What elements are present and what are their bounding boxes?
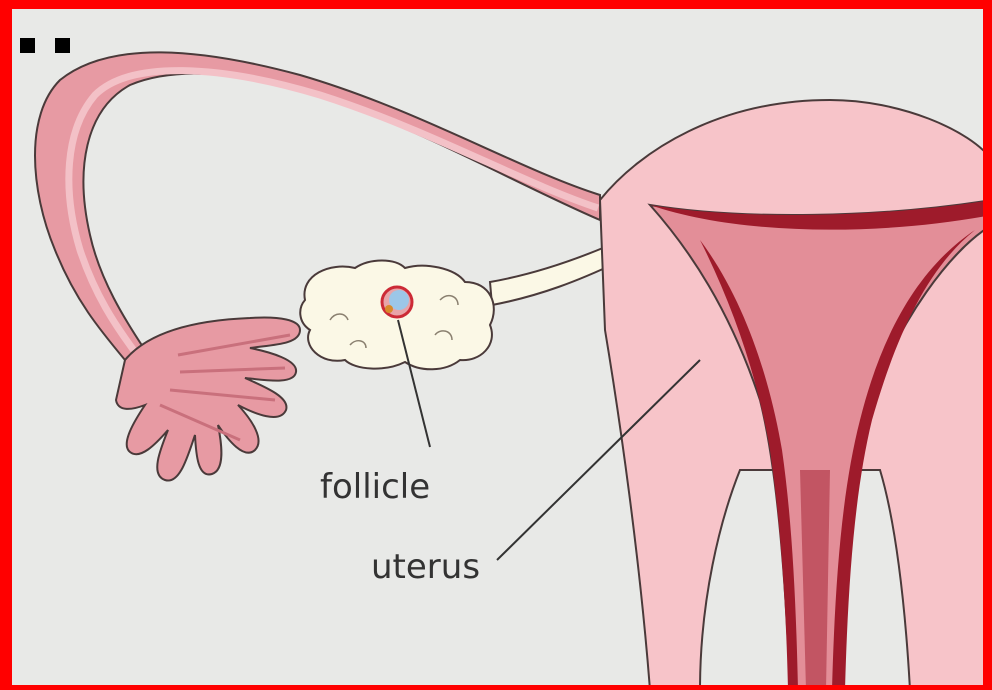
uterus-label: uterus — [371, 550, 480, 584]
oocyte — [385, 305, 393, 313]
ovarian-ligament — [490, 245, 618, 305]
follicle-label: follicle — [320, 470, 430, 504]
fimbriae — [116, 318, 300, 481]
reproductive-diagram — [12, 9, 992, 685]
